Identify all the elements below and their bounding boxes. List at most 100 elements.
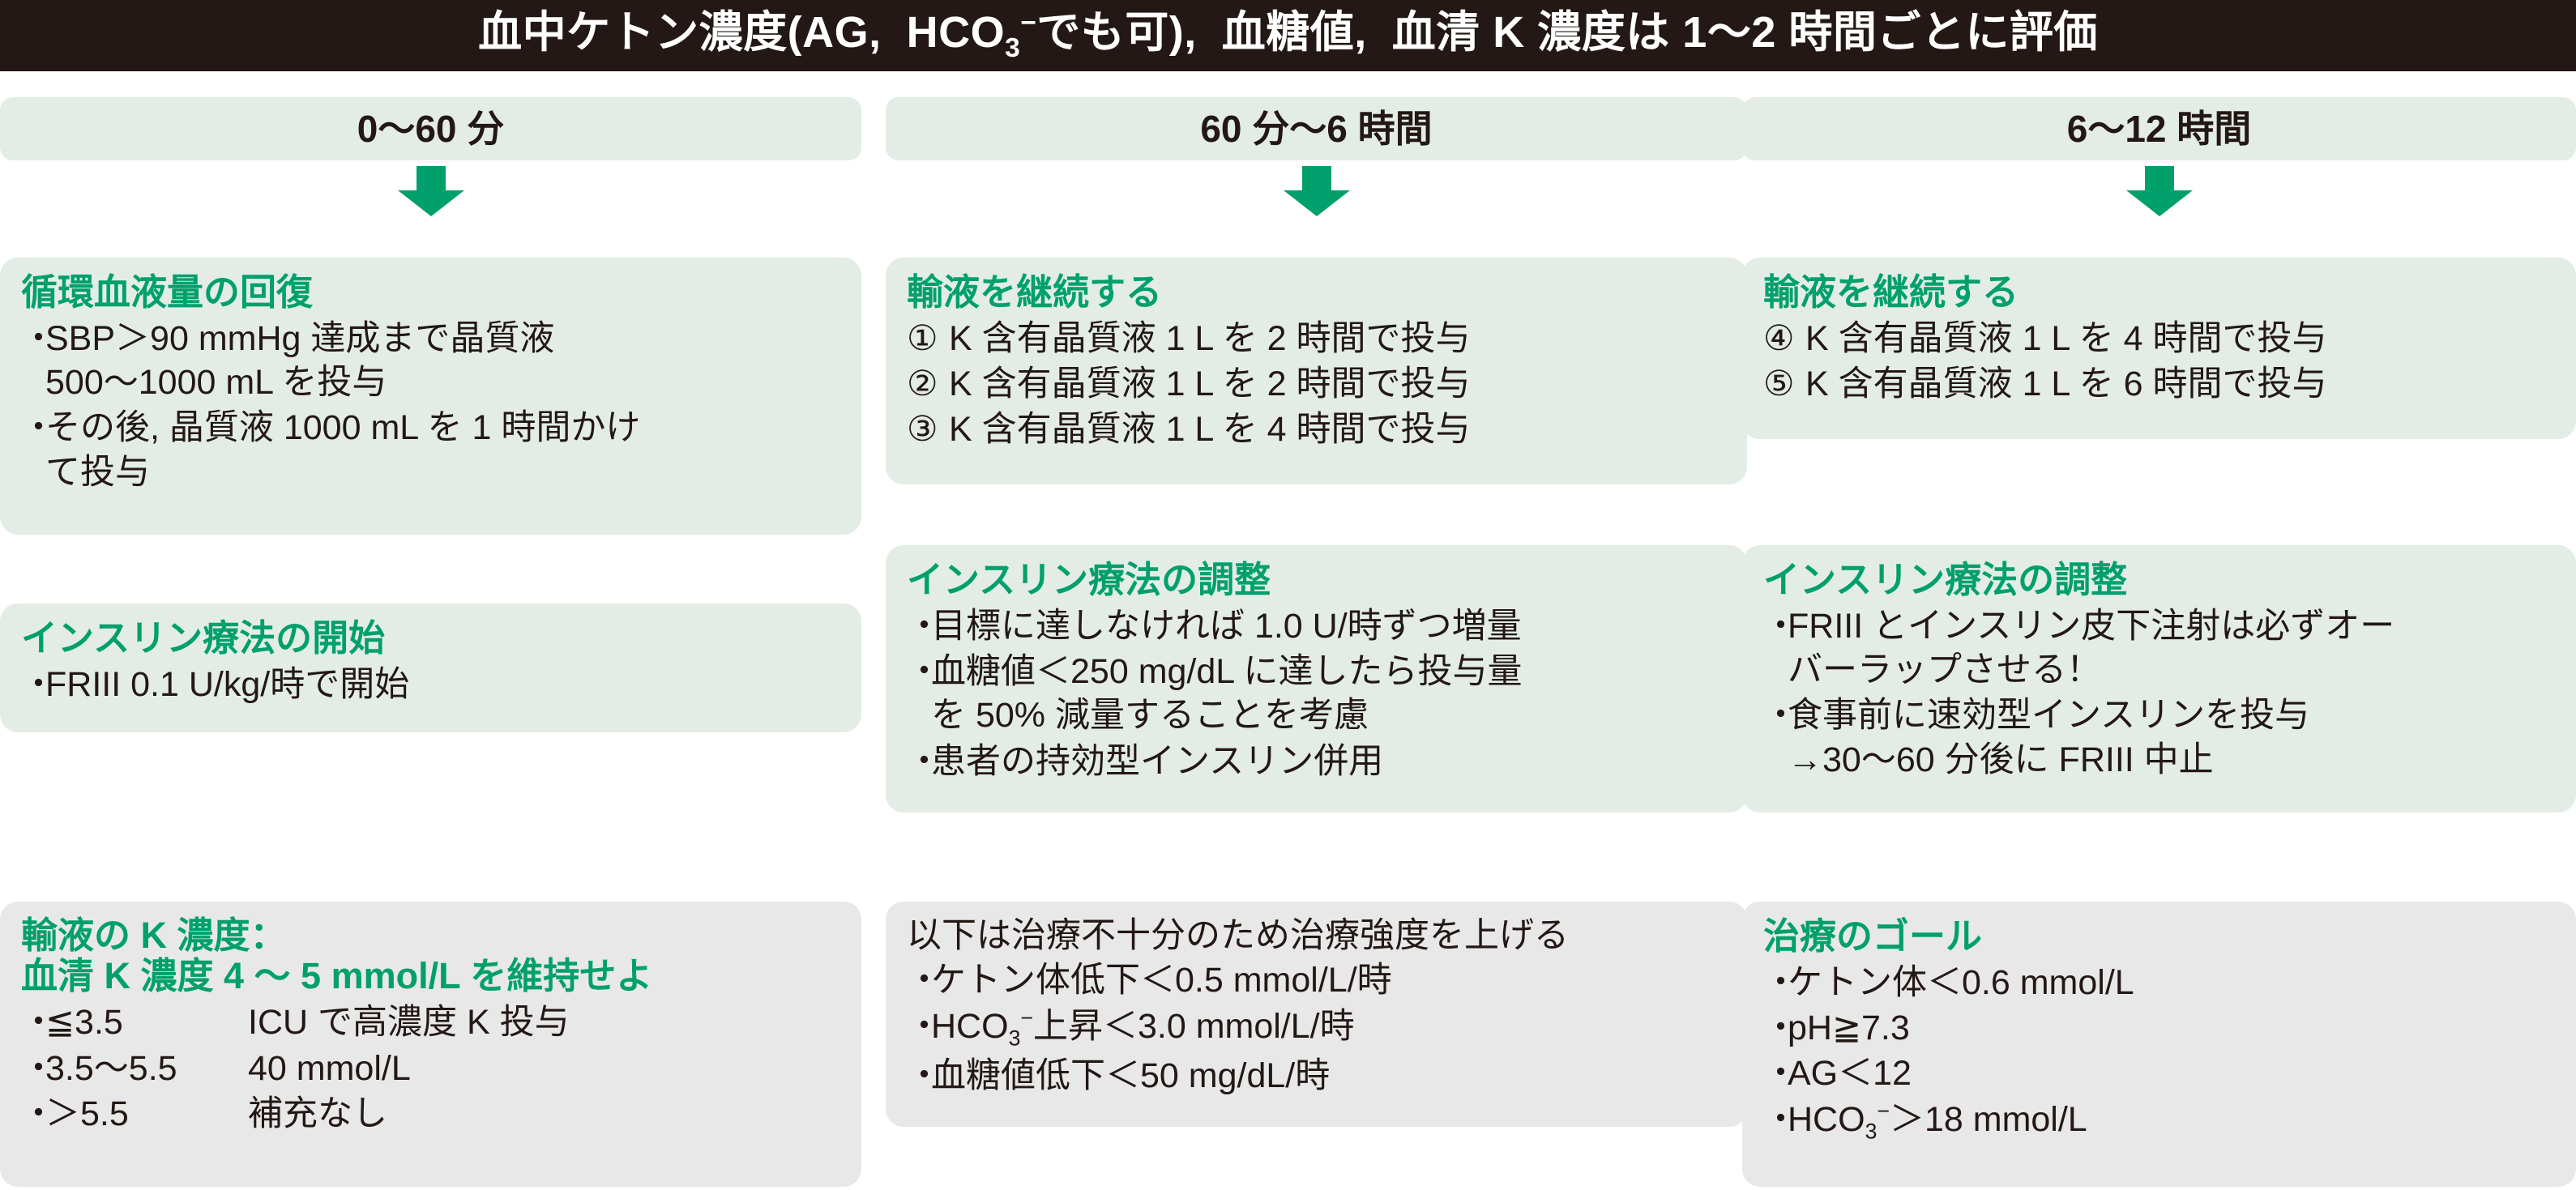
list-item: ① K 含有晶質液 1 L を 2 時間で投与 — [907, 317, 1726, 360]
list-item: ・ ケトン体＜0.6 mmol/L — [1763, 961, 2555, 1004]
list-item-line: →30〜60 分後に FRIII 中止 — [1788, 740, 2214, 779]
list-item-line: 食事前に速効型インスリンを投与 — [1788, 696, 2310, 736]
box-item-list: ・ FRIII とインスリン皮下注射は必ずオー バーラップさせる！ ・ 食事前に… — [1763, 604, 2555, 782]
down-arrow-icon — [397, 166, 464, 216]
bullet-marker: ・ — [1763, 696, 1798, 736]
circled-number-marker: ⑤ — [1763, 365, 1795, 404]
box-heading: 治療のゴール — [1763, 915, 1983, 957]
box-item-list: ・ 目標に達しなければ 1.0 U/時ずつ増量 ・ 血糖値＜250 mg/dL … — [907, 604, 1726, 783]
box-heading: インスリン療法の開始 — [21, 617, 386, 659]
box-item-list: ・ FRIII 0.1 U/kg/時で開始 — [21, 663, 840, 706]
list-item-line: SBP＞90 mmHg 達成まで晶質液 — [45, 319, 555, 359]
list-item: ・ 患者の持効型インスリン併用 — [907, 740, 1726, 783]
k-range-value: ＞5.5 — [45, 1094, 129, 1133]
box-volume-restoration: 循環血液量の回復 ・ SBP＞90 mmHg 達成まで晶質液 500〜1000 … — [0, 258, 861, 535]
list-item-line: ケトン体＜0.6 mmol/L — [1788, 963, 2134, 1003]
list-item-line: pH≧7.3 — [1788, 1009, 1910, 1048]
box-item-list: ・ ケトン体低下＜0.5 mmol/L/時 ・ HCO3−上昇＜3.0 mmol… — [907, 958, 1726, 1098]
list-item-line: 目標に達しなければ 1.0 U/時ずつ増量 — [931, 607, 1522, 646]
list-item-line: 血糖値低下＜50 mg/dL/時 — [931, 1056, 1331, 1095]
list-item: ・ pH≧7.3 — [1763, 1006, 2555, 1050]
list-item-line: 血糖値＜250 mg/dL に達したら投与量 — [931, 652, 1523, 692]
bullet-marker: ・ — [21, 1003, 56, 1043]
bullet-marker: ・ — [907, 961, 942, 1000]
list-item-line: 500〜1000 mL を投与 — [45, 363, 387, 403]
bullet-marker: ・ — [907, 607, 942, 646]
box-item-list: ・ SBP＞90 mmHg 達成まで晶質液 500〜1000 mL を投与 ・ … — [21, 317, 840, 494]
down-arrow-icon — [1283, 166, 1350, 216]
list-item: ⑤ K 含有晶質液 1 L を 6 時間で投与 — [1763, 362, 2555, 406]
box-item-list: ① K 含有晶質液 1 L を 2 時間で投与 ② K 含有晶質液 1 L を … — [907, 317, 1726, 452]
list-item-line: ケトン体低下＜0.5 mmol/L/時 — [931, 961, 1392, 1000]
bullet-marker: ・ — [1763, 1009, 1798, 1048]
bullet-marker: ・ — [907, 652, 942, 692]
circled-number-marker: ③ — [907, 410, 938, 450]
list-item-line: K 含有晶質液 1 L を 4 時間で投与 — [1805, 319, 2327, 359]
arrow-wrap-col1 — [886, 160, 1747, 222]
circled-number-marker: ① — [907, 319, 938, 359]
bullet-marker: ・ — [907, 741, 942, 781]
box-heading: 輸液を継続する — [1763, 271, 2019, 313]
list-item: ・ FRIII 0.1 U/kg/時で開始 — [21, 663, 840, 706]
box-heading: 輸液を継続する — [907, 271, 1163, 313]
box-continue-fluids: 輸液を継続する ④ K 含有晶質液 1 L を 4 時間で投与 ⑤ K 含有晶質… — [1742, 258, 2576, 439]
box-heading: 循環血液量の回復 — [21, 271, 314, 313]
column-header-label: 60 分〜6 時間 — [1200, 108, 1433, 150]
column-header-label: 6〜12 時間 — [2066, 108, 2252, 150]
bullet-marker: ・ — [1763, 1099, 1798, 1139]
box-heading: インスリン療法の調整 — [907, 559, 1271, 600]
bullet-marker: ・ — [21, 1048, 56, 1088]
list-item-line: その後, 晶質液 1000 mL を 1 時間かけ — [45, 408, 641, 448]
bullet-marker: ・ — [21, 319, 56, 359]
bullet-marker: ・ — [907, 1006, 942, 1046]
circled-number-marker: ④ — [1763, 319, 1795, 359]
box-insulin-start: インスリン療法の開始 ・ FRIII 0.1 U/kg/時で開始 — [0, 604, 861, 732]
list-item-line: FRIII とインスリン皮下注射は必ずオー — [1788, 607, 2395, 646]
box-insulin-adjust: インスリン療法の調整 ・ FRIII とインスリン皮下注射は必ずオー バーラップ… — [1742, 545, 2576, 813]
formula-suffix: ＞18 mmol/L — [1889, 1099, 2087, 1139]
list-item: ・ 血糖値＜250 mg/dL に達したら投与量 を 50% 減量することを考慮 — [907, 650, 1726, 737]
formula-subscript: 3 — [1865, 1119, 1878, 1144]
down-arrow-icon — [2125, 166, 2193, 216]
k-action-value: 補充なし — [248, 1094, 387, 1133]
box-item-list: ・ ケトン体＜0.6 mmol/L ・ pH≧7.3 ・ AG＜12 ・ — [1763, 961, 2555, 1145]
formula-superscript: − — [1877, 1098, 1890, 1124]
list-item-line: FRIII 0.1 U/kg/時で開始 — [45, 665, 410, 705]
list-item: ④ K 含有晶質液 1 L を 4 時間で投与 — [1763, 317, 2555, 360]
box-insufficient-treatment: 以下は治療不十分のため治療強度を上げる ・ ケトン体低下＜0.5 mmol/L/… — [886, 902, 1747, 1127]
formula-prefix: HCO — [1788, 1099, 1865, 1139]
formula-superscript: − — [1020, 1005, 1033, 1030]
list-item-line: K 含有晶質液 1 L を 2 時間で投与 — [949, 319, 1471, 359]
list-item: ・ FRIII とインスリン皮下注射は必ずオー バーラップさせる！ — [1763, 604, 2555, 692]
box-heading-line2: 血清 K 濃度 4 〜 5 mmol/L を維持せよ — [21, 955, 653, 997]
list-item: ③ K 含有晶質液 1 L を 4 時間で投与 — [907, 407, 1726, 451]
list-item: ・ ケトン体低下＜0.5 mmol/L/時 — [907, 958, 1726, 1002]
k-range-value: ≦3.5 — [45, 1003, 123, 1043]
formula-subscript: 3 — [1008, 1026, 1021, 1051]
list-item: ・ その後, 晶質液 1000 mL を 1 時間かけ て投与 — [21, 406, 840, 493]
k-range-value: 3.5〜5.5 — [45, 1048, 177, 1088]
box-heading: インスリン療法の調整 — [1763, 559, 2128, 600]
column-6-12h: 6〜12 時間 輸液を継続する ④ K 含有晶質液 1 L を 4 時間で投与 — [1742, 97, 2576, 1187]
list-item: ・ ＞5.5 補充なし — [21, 1092, 840, 1136]
list-item-line: て投与 — [45, 452, 150, 492]
list-item: ・ 目標に達しなければ 1.0 U/時ずつ増量 — [907, 604, 1726, 648]
list-item: ・ HCO3−上昇＜3.0 mmol/L/時 — [907, 1004, 1726, 1052]
list-item-line: K 含有晶質液 1 L を 2 時間で投与 — [949, 365, 1471, 404]
formula-suffix: 上昇＜3.0 mmol/L/時 — [1032, 1006, 1355, 1046]
box-potassium-target: 輸液の K 濃度： 血清 K 濃度 4 〜 5 mmol/L を維持せよ ・ ≦… — [0, 902, 861, 1187]
bullet-marker: ・ — [21, 408, 56, 448]
list-item-line: バーラップさせる！ — [1788, 650, 2101, 690]
arrow-wrap-col2 — [1742, 160, 2576, 222]
bullet-marker: ・ — [1763, 607, 1798, 646]
arrow-wrap-col0 — [0, 160, 861, 222]
columns-container: 0〜60 分 循環血液量の回復 ・ SBP＞90 mmHg 達成まで晶質液 — [0, 97, 2576, 1190]
bullet-marker: ・ — [21, 1094, 56, 1133]
column-header-0-60min: 0〜60 分 — [0, 97, 861, 160]
column-header-60min-6h: 60 分〜6 時間 — [886, 97, 1747, 160]
circled-number-marker: ② — [907, 365, 938, 404]
list-item-line: K 含有晶質液 1 L を 4 時間で投与 — [949, 410, 1471, 450]
